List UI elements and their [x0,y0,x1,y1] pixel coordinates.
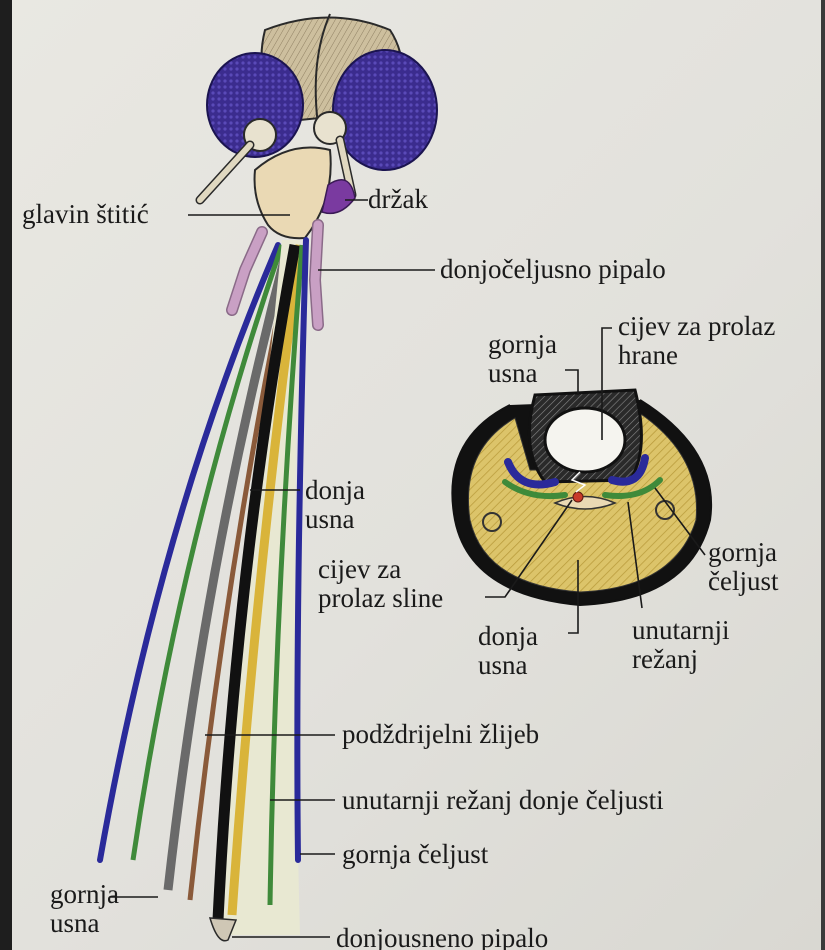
xs-salivary-canal [573,492,583,502]
right-compound-eye [333,50,437,170]
label-xs-food-canal-line1: cijev za prolaz [618,312,775,341]
label-xs-labrum: gornja usna [488,330,557,388]
label-labium-line1: donja [305,476,365,505]
label-labium: donja usna [305,476,365,534]
cross-section [452,390,711,605]
label-labium-line2: usna [305,505,365,534]
label-xs-mandible: gornja čeljust [708,538,778,596]
label-head-clypeus: glavin štitić [22,200,149,229]
label-hypopharynx: podždrijelni žlijeb [342,720,539,749]
label-xs-salivary: cijev za prolaz sline [318,555,443,613]
xs-leader-labrum [565,370,578,395]
label-labrum-line2: usna [50,909,119,938]
label-mandible: gornja čeljust [342,840,488,869]
label-maxilla-inner-lobe: unutarnji režanj donje čeljusti [342,786,664,815]
xs-food-canal [545,408,625,472]
label-xs-mandible-line2: čeljust [708,567,778,596]
label-labrum-line1: gornja [50,880,119,909]
label-xs-food-canal: cijev za prolaz hrane [618,312,775,370]
label-xs-labrum-line2: usna [488,359,557,388]
label-xs-mandible-line1: gornja [708,538,778,567]
label-xs-labium-line1: donja [478,622,538,651]
label-xs-inner-lobe-line1: unutarnji [632,616,729,645]
label-xs-food-canal-line2: hrane [618,341,775,370]
label-labial-palp: donjousneno pipalo [336,924,548,950]
label-xs-labrum-line1: gornja [488,330,557,359]
label-xs-salivary-line2: prolaz sline [318,584,443,613]
label-maxillary-palp: donjočeljusno pipalo [440,255,666,284]
label-xs-salivary-line1: cijev za [318,555,443,584]
labrum-stylet-right [297,240,306,860]
label-xs-labium-line2: usna [478,651,538,680]
left-antenna-inner [200,145,250,200]
label-labrum: gornja usna [50,880,119,938]
label-stalk: držak [368,185,428,214]
label-xs-inner-lobe: unutarnji režanj [632,616,729,674]
label-xs-labium: donja usna [478,622,538,680]
label-xs-inner-lobe-line2: režanj [632,645,729,674]
right-palp-fill [315,225,318,325]
proboscis-stylets [100,240,306,941]
